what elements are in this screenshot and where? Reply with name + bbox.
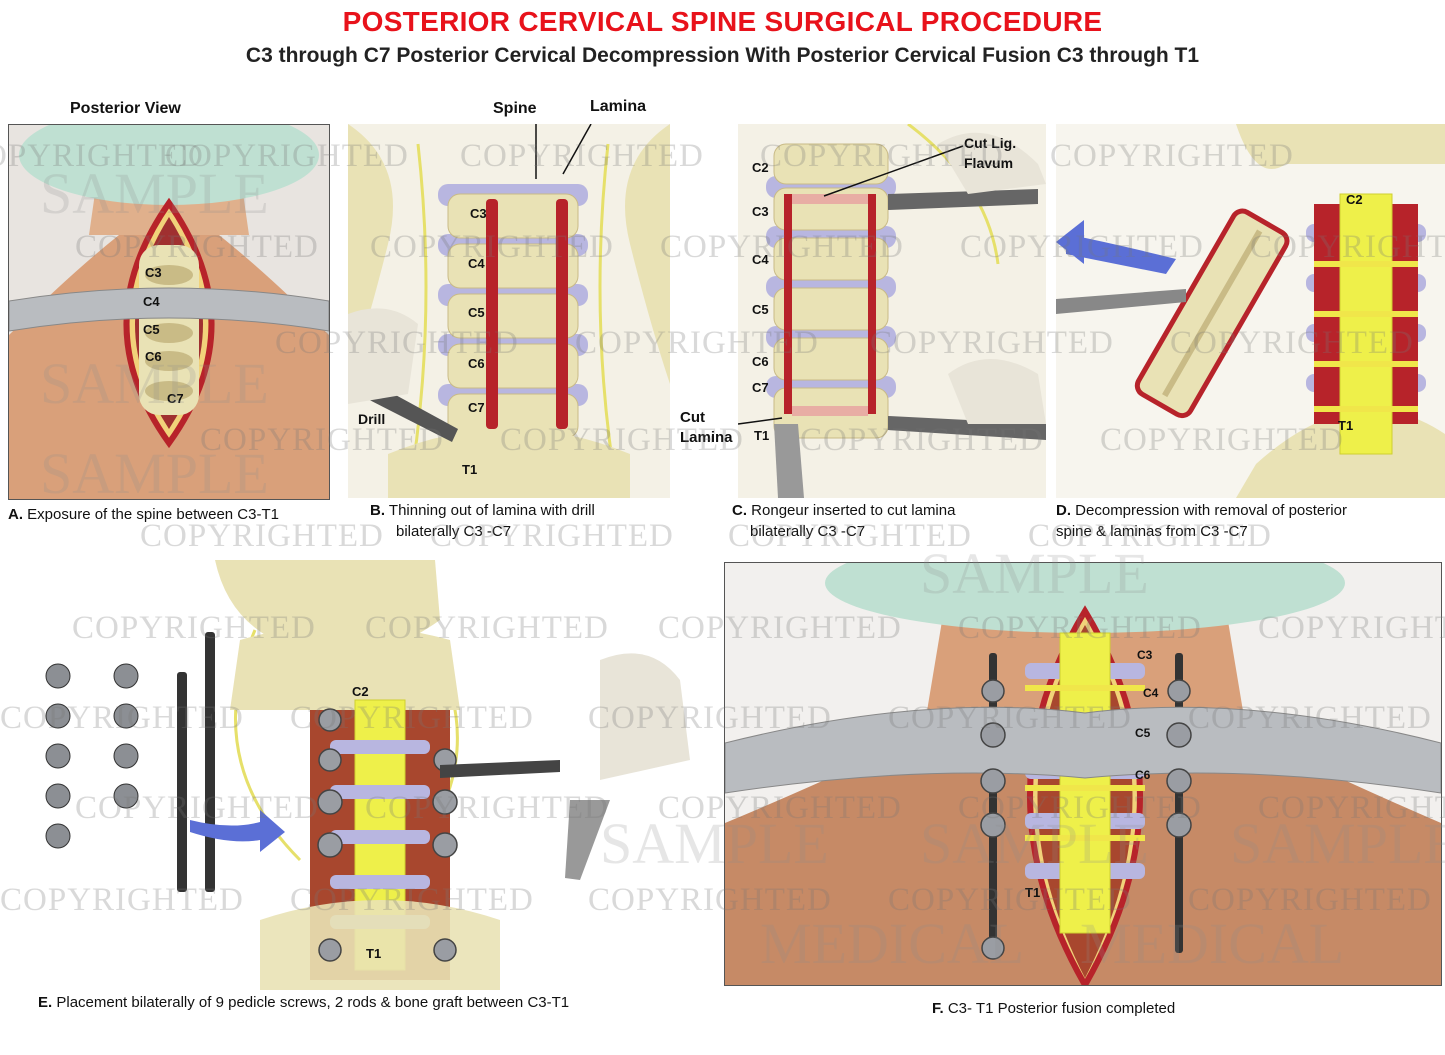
panel-c-level-c2: C2 — [752, 160, 769, 175]
panel-b-lamina-label: Lamina — [590, 98, 647, 115]
panel-c-level-c3: C3 — [752, 204, 769, 219]
panel-b-caption-line2: bilaterally C3 -C7 — [396, 523, 512, 540]
panel-c-level-c6: C6 — [752, 354, 769, 369]
panel-f-level-c6: C6 — [1135, 768, 1151, 782]
panel-f-illustration: C3 C4 C5 C6 T1 — [724, 562, 1442, 986]
panel-f-level-c4: C4 — [1143, 686, 1159, 700]
panel-c-letter: C. — [732, 502, 747, 519]
panel-c-level-c4: C4 — [752, 252, 769, 267]
panel-d-caption: D. Decompression with removal of posteri… — [1056, 500, 1347, 542]
panel-b-caption: B. Thinning out of lamina with drill bil… — [370, 500, 595, 542]
panel-a-level-c6: C6 — [145, 349, 162, 364]
panel-d-level-t1: T1 — [1338, 418, 1353, 433]
panel-a-letter: A. — [8, 506, 23, 523]
panel-e-level-c2: C2 — [352, 684, 369, 699]
page-title: POSTERIOR CERVICAL SPINE SURGICAL PROCED… — [342, 6, 1103, 37]
panel-d-illustration: C2 T1 — [1056, 124, 1445, 498]
panel-b-caption-line1: Thinning out of lamina with drill — [388, 502, 595, 519]
panel-a-level-c4: C4 — [143, 294, 160, 309]
panel-b-level-c7: C7 — [468, 400, 485, 415]
panel-f-level-c5: C5 — [1135, 726, 1151, 740]
panel-c-illustration: Cut Lig. Flavum C2 C3 C4 C5 C6 C7 T1 — [738, 124, 1046, 498]
panel-a-caption: A. Exposure of the spine between C3-T1 — [8, 504, 279, 525]
panel-a-caption-text: Exposure of the spine between C3-T1 — [27, 506, 279, 523]
panel-e-letter: E. — [38, 994, 53, 1011]
panel-a-illustration: C3 C4 C5 C6 C7 — [8, 124, 330, 500]
panel-e-level-t1: T1 — [366, 946, 381, 961]
panel-c-level-t1: T1 — [754, 428, 769, 443]
panel-a-level-c3: C3 — [145, 265, 162, 280]
panel-b-spine-label: Spine — [493, 100, 537, 117]
panel-a-view-label: Posterior View — [70, 100, 181, 117]
panel-c-level-c5: C5 — [752, 302, 769, 317]
page-subtitle: C3 through C7 Posterior Cervical Decompr… — [245, 44, 1200, 67]
panel-b-level-t1: T1 — [462, 462, 477, 477]
panel-c-lamina-label: Lamina — [680, 429, 733, 446]
panel-a-level-c5: C5 — [143, 322, 160, 337]
panel-d-level-c2: C2 — [1346, 192, 1363, 207]
panel-c-cut-lig-label: Cut Lig. — [964, 135, 1016, 151]
panel-d-caption-line1: Decompression with removal of posterior — [1075, 502, 1347, 519]
panel-b-level-c5: C5 — [468, 305, 485, 320]
panel-c-flavum-label: Flavum — [964, 155, 1013, 171]
panel-f-caption: F. C3- T1 Posterior fusion completed — [932, 998, 1175, 1019]
panel-e-caption-text: Placement bilaterally of 9 pedicle screw… — [56, 994, 570, 1011]
panel-b-illustration: C3 C4 C5 C6 C7 T1 Drill — [348, 124, 670, 498]
panel-d-letter: D. — [1056, 502, 1071, 519]
panel-c-caption: C. Rongeur inserted to cut lamina bilate… — [732, 500, 955, 542]
panel-e-caption: E. Placement bilaterally of 9 pedicle sc… — [38, 992, 569, 1013]
panel-c-level-c7: C7 — [752, 380, 769, 395]
panel-f-caption-text: C3- T1 Posterior fusion completed — [947, 1000, 1176, 1017]
panel-e-illustration: C2 T1 — [40, 560, 700, 990]
panel-f-letter: F. — [932, 1000, 944, 1017]
panel-b-drill-label: Drill — [358, 411, 385, 427]
panel-c-caption-line2: bilaterally C3 -C7 — [750, 523, 866, 540]
panel-f-level-c3: C3 — [1137, 648, 1153, 662]
panel-b-letter: B. — [370, 502, 385, 519]
panel-f-level-t1: T1 — [1025, 885, 1040, 900]
panel-d-caption-line2: spine & laminas from C3 -C7 — [1056, 523, 1248, 540]
panel-c-cut-label: Cut — [680, 409, 705, 426]
panel-b-level-c4: C4 — [468, 256, 485, 271]
panel-b-level-c3: C3 — [470, 206, 487, 221]
panel-a-level-c7: C7 — [167, 391, 184, 406]
panel-c-caption-line1: Rongeur inserted to cut lamina — [751, 502, 956, 519]
panel-b-level-c6: C6 — [468, 356, 485, 371]
